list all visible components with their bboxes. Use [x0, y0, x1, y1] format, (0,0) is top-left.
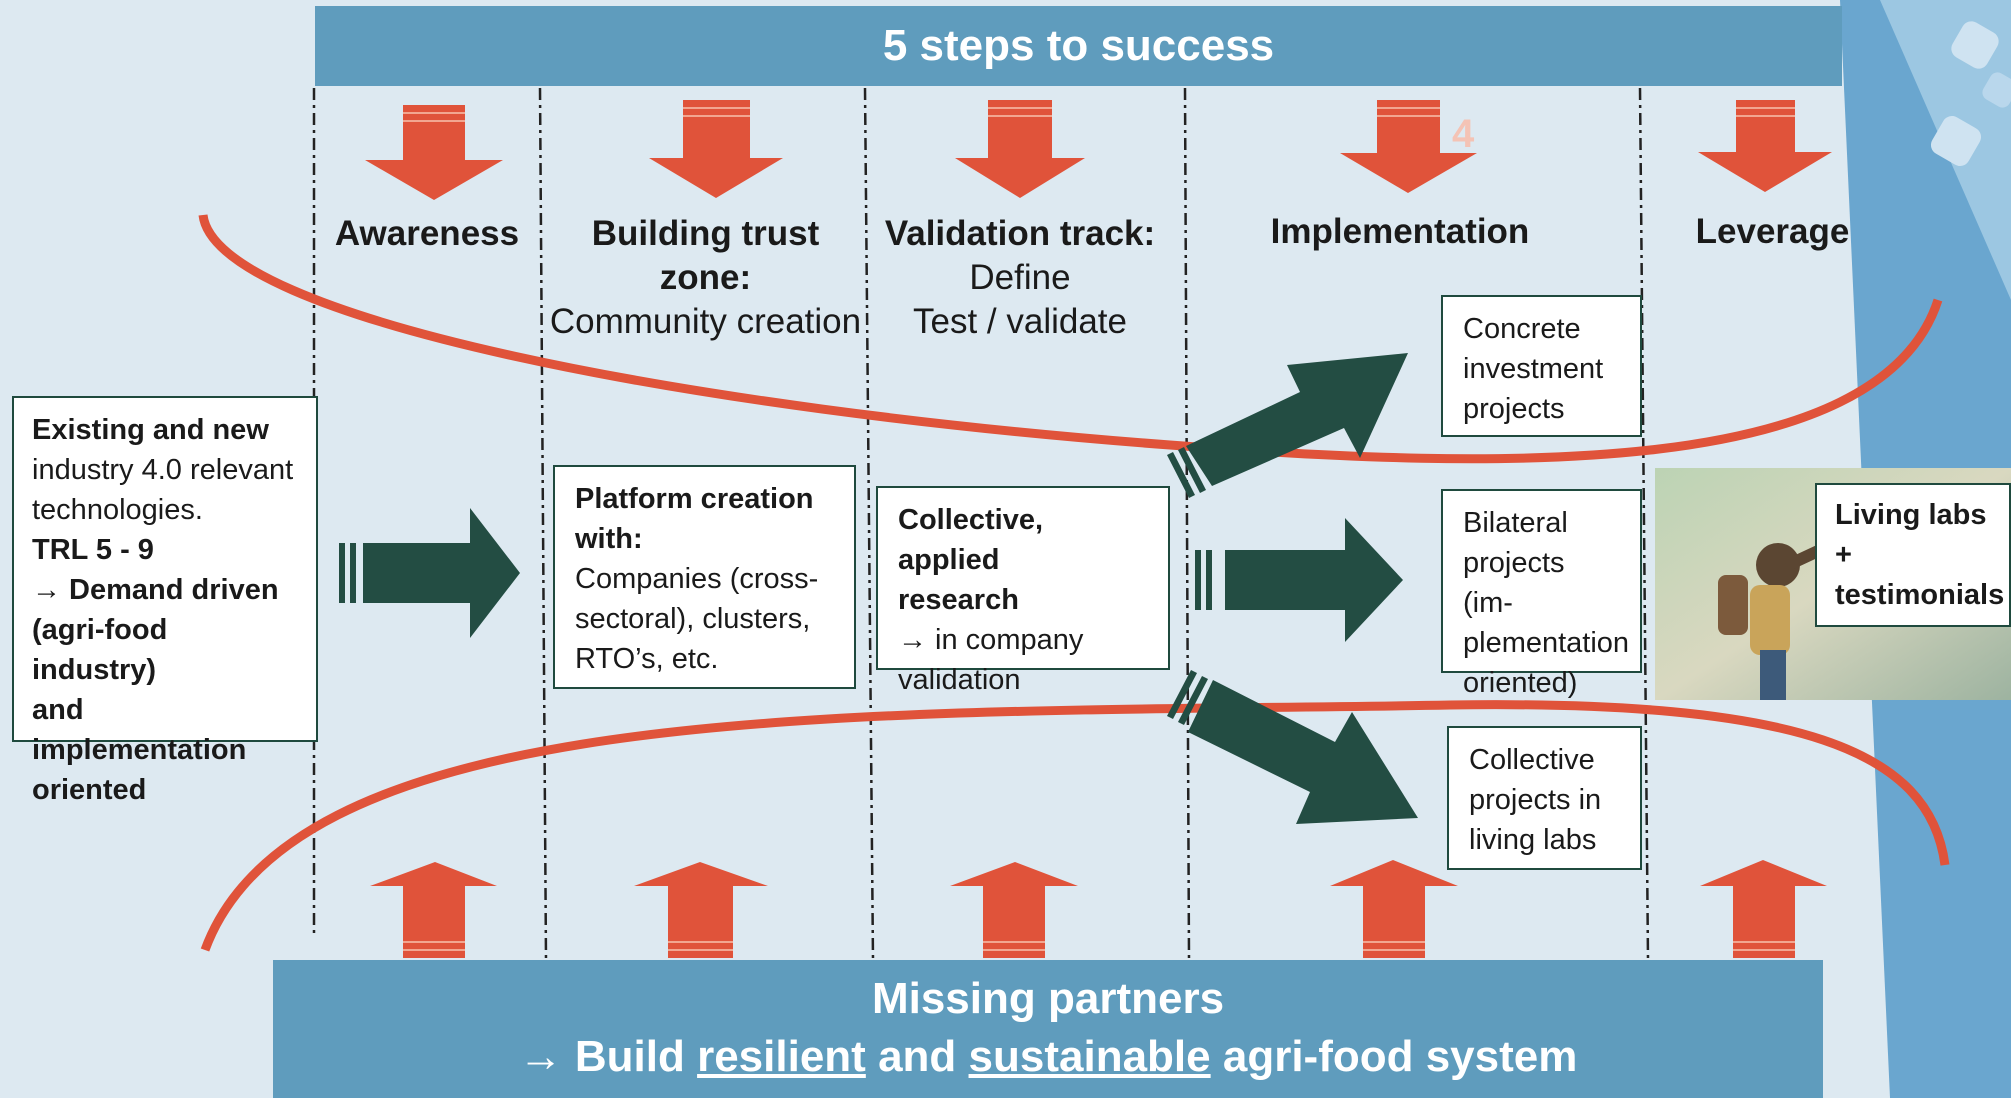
concrete-investment-box: Concrete investment projects: [1441, 295, 1642, 437]
outcome-3-line-1: Collective: [1469, 744, 1595, 776]
up-arrow-1: [370, 862, 497, 958]
outcome-3-line-2: projects in: [1469, 784, 1602, 816]
bilateral-arrow: [1225, 518, 1403, 642]
step-validation-test: Test / validate: [913, 302, 1127, 341]
input-arrow: [363, 508, 520, 638]
platform-line-2: with:: [575, 523, 643, 555]
outcome-1-line-2: investment: [1463, 353, 1604, 385]
platform-line-5: RTO’s, etc.: [575, 643, 719, 675]
decorative-tile: [1930, 115, 1982, 167]
down-arrow-3: [955, 100, 1085, 198]
bilateral-projects-box: Bilateral projects (im- plementation ori…: [1441, 489, 1642, 699]
child-figure-icon: [1718, 532, 1851, 700]
step-validation-define: Define: [969, 258, 1071, 297]
down-arrow-5: [1698, 100, 1832, 192]
header-banner: 5 steps to success: [315, 6, 1842, 86]
outcome-2-line-1: Bilateral: [1463, 507, 1568, 539]
footer-word-build: Build: [574, 1032, 685, 1081]
investment-arrow: [1186, 353, 1408, 486]
outcome-2-line-2: projects (im-: [1463, 547, 1565, 619]
down-arrow-2: [649, 100, 783, 198]
step-implementation: Implementation: [1270, 212, 1530, 251]
footer-word-and: and: [878, 1032, 957, 1081]
arrow-number: 4: [1452, 112, 1475, 156]
footer-arrow-icon: →: [518, 1032, 563, 1081]
input-line-8: oriented: [32, 774, 147, 806]
collective-projects-box: Collective projects in living labs: [1447, 726, 1642, 870]
down-arrow-1: [365, 105, 503, 200]
green-arrow-stripes: [339, 447, 1212, 725]
header-title: 5 steps to success: [882, 21, 1275, 70]
down-arrow-4: [1340, 100, 1477, 193]
living-labs-line-1: Living labs: [1835, 499, 1987, 531]
input-line-1: Existing and new: [32, 414, 269, 446]
separator-5: [1638, 87, 1650, 961]
platform-line-1: Platform creation: [575, 483, 814, 515]
footer-banner: Missing partners → Build resilient and s…: [273, 960, 1823, 1098]
footer-word-resilient: resilient: [697, 1032, 866, 1081]
living-labs-line-2: +: [1835, 539, 1852, 571]
footer-word-sustainable: sustainable: [968, 1032, 1211, 1081]
up-arrow-5: [1700, 860, 1827, 958]
footer-line-1: Missing partners: [871, 974, 1225, 1023]
down-arrow-stripes: [403, 107, 1795, 122]
collective-arrow: [1188, 680, 1418, 824]
research-line-4: validation: [898, 664, 1021, 696]
step-validation-track: Validation track: Define Test / validate: [870, 212, 1170, 344]
step-leverage: Leverage: [1695, 212, 1850, 251]
decorative-tile: [1982, 72, 2011, 108]
decorative-tile: [1951, 21, 1999, 69]
up-arrow-3: [950, 862, 1078, 958]
input-line-7: and implementation: [32, 694, 247, 766]
up-arrows: [370, 860, 1827, 958]
input-line-4: TRL 5 - 9: [32, 534, 154, 566]
step-building-trust-zone-sub: Community creation: [549, 302, 862, 341]
platform-line-4: sectoral), clusters,: [575, 603, 811, 635]
outcome-2-line-3: plementation: [1463, 627, 1630, 659]
separator-4: [1183, 87, 1191, 961]
footer-line-2: → Build resilient and sustainable agri-f…: [273, 1028, 1823, 1086]
input-line-6: (agri-food industry): [32, 614, 168, 686]
platform-creation-box: Platform creation with: Companies (cross…: [553, 465, 856, 689]
collective-research-box: Collective, applied research → in compan…: [876, 486, 1170, 696]
input-technologies-box: Existing and new industry 4.0 relevant t…: [12, 396, 318, 806]
footer-word-rest: agri-food system: [1222, 1032, 1578, 1081]
separator-3: [863, 87, 875, 961]
research-line-2: research: [898, 584, 1019, 616]
research-line-3: → in company: [898, 624, 1084, 656]
up-arrow-4: [1330, 860, 1458, 958]
up-arrow-2: [634, 862, 768, 958]
input-line-2: industry 4.0 relevant: [32, 454, 294, 486]
platform-line-3: Companies (cross-: [575, 563, 819, 595]
separator-2: [538, 87, 548, 961]
outcome-1-line-3: projects: [1463, 393, 1565, 425]
outcome-1-line-1: Concrete: [1463, 313, 1581, 345]
upper-curve: [198, 214, 1943, 464]
living-labs-line-3: testimonials: [1835, 579, 2005, 611]
green-arrows: [363, 353, 1418, 824]
column-separators: [312, 87, 1650, 961]
down-arrows: [365, 100, 1832, 200]
lower-curve: [200, 700, 1950, 952]
research-line-1: Collective, applied: [898, 504, 1044, 576]
outcome-2-line-4: oriented): [1463, 667, 1578, 699]
up-arrow-stripes: [403, 941, 1795, 951]
step-building-trust-zone: Building trust zone: Community creation: [548, 212, 863, 344]
step-awareness: Awareness: [334, 214, 520, 253]
input-line-3: technologies.: [32, 494, 203, 526]
input-line-5: → Demand driven: [32, 574, 279, 606]
outcome-3-line-3: living labs: [1469, 824, 1597, 856]
living-labs-box: Living labs + testimonials: [1815, 483, 2011, 627]
